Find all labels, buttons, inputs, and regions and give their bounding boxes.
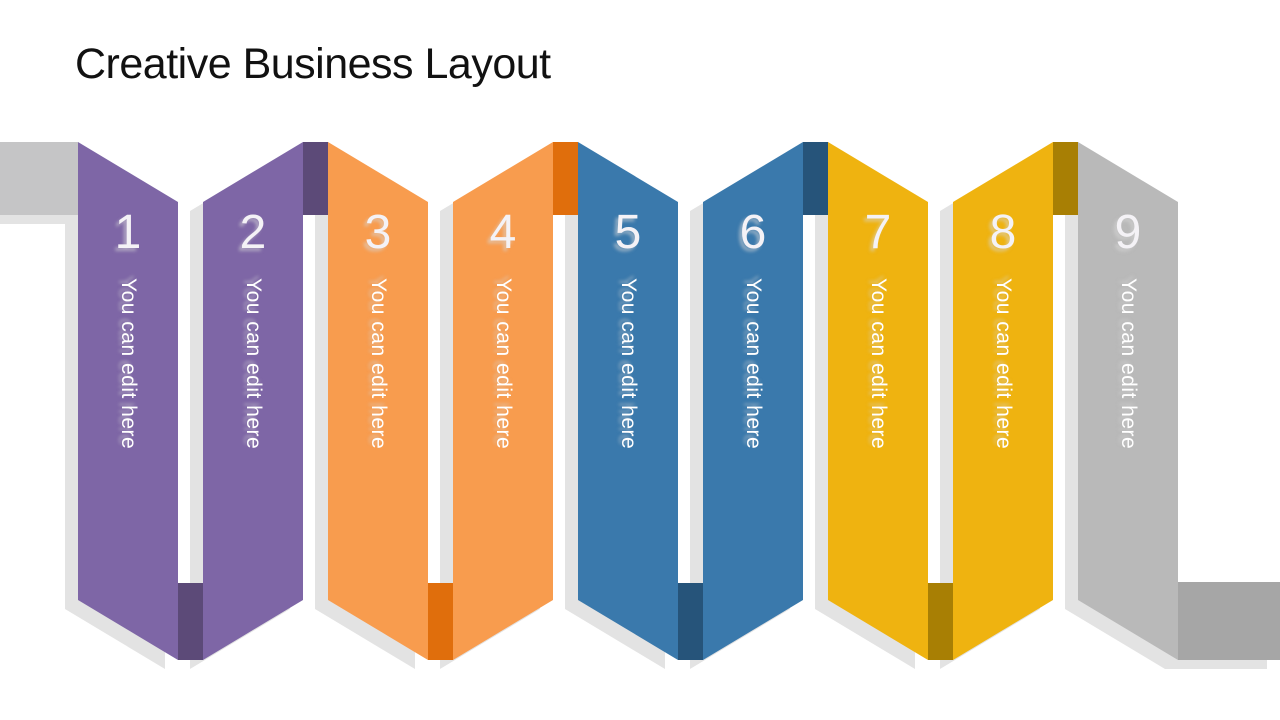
- ribbon-6: [703, 142, 803, 660]
- fold-8-9: [1053, 142, 1078, 215]
- ribbon-2: [203, 142, 303, 660]
- fold-3-4: [428, 583, 453, 660]
- fold-7-8: [928, 583, 953, 660]
- fold-1-2: [178, 583, 203, 660]
- fold-2-3: [303, 142, 328, 215]
- ribbon-1: [78, 142, 178, 660]
- ribbon-7: [828, 142, 928, 660]
- ribbon-3: [328, 142, 428, 660]
- ribbon-4: [453, 142, 553, 660]
- fold-6-7: [803, 142, 828, 215]
- start-tab: [0, 142, 78, 215]
- slide-title: Creative Business Layout: [75, 40, 551, 88]
- fold-5-6: [678, 583, 703, 660]
- ribbon-8: [953, 142, 1053, 660]
- ribbon-5: [578, 142, 678, 660]
- end-tab: [1178, 582, 1280, 660]
- fold-4-5: [553, 142, 578, 215]
- ribbon-9: [1078, 142, 1178, 660]
